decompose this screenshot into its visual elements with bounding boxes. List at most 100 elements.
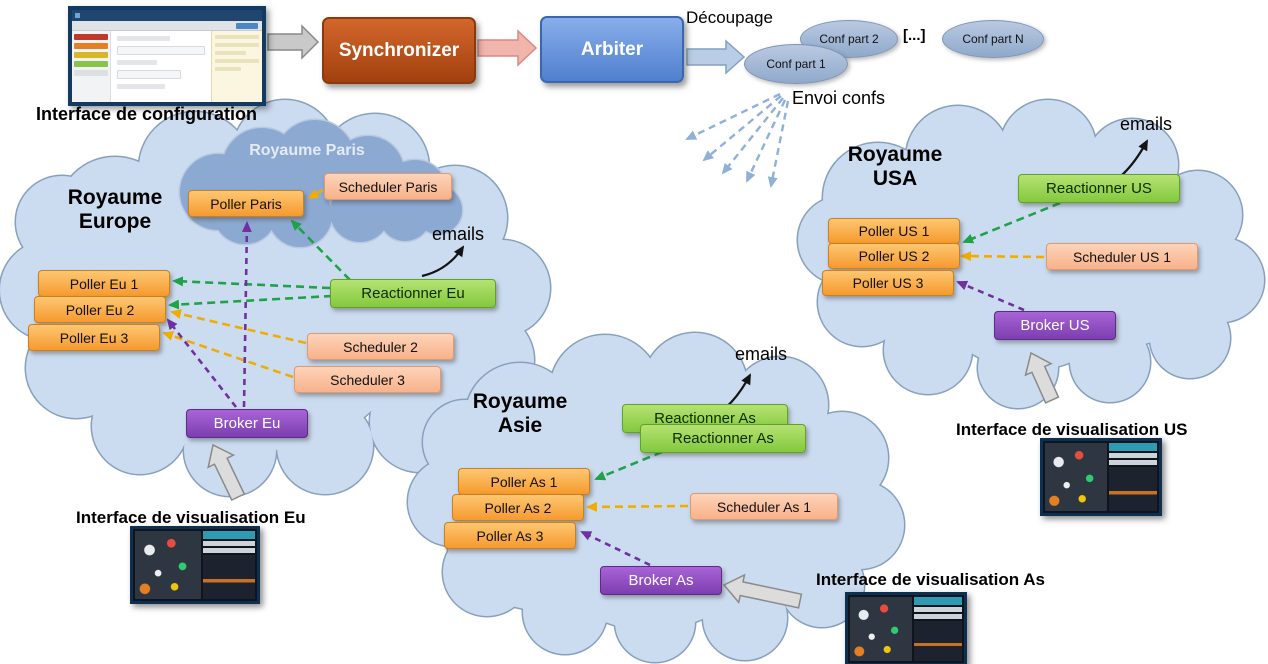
- usa-emails-label: emails: [1120, 114, 1173, 134]
- viz-eu-map-panel: [135, 531, 201, 599]
- europe-scheduler-links: [162, 188, 324, 379]
- viz-row: [1108, 453, 1157, 458]
- usa-title-line1: Royaume: [847, 143, 943, 166]
- europe-emails-label: emails: [432, 224, 485, 244]
- europe-reactionner-links: [168, 219, 351, 310]
- config-shot-note-line: [215, 59, 259, 63]
- europe-broker-links: [166, 221, 252, 408]
- viz-as-map-panel: [850, 597, 912, 661]
- asie-links: [580, 450, 689, 567]
- poller-as-1-box: Poller As 1: [458, 468, 590, 495]
- usa-realm-title: Royaume USA: [835, 143, 955, 190]
- config-shot-titlebar: [72, 10, 262, 21]
- config-shot-bar-red: [74, 34, 108, 40]
- config-shot-note-line: [215, 67, 242, 71]
- europe-title-line1: Royaume: [67, 186, 163, 209]
- paris-realm-title: Royaume Paris: [249, 142, 365, 159]
- viz-as-screenshot: [845, 592, 967, 664]
- poller-us-1-box: Poller US 1: [828, 218, 960, 244]
- scheduler-paris-box: Scheduler Paris: [324, 173, 452, 200]
- config-shot-bar-orange: [74, 43, 108, 49]
- viz-row: [203, 548, 255, 553]
- viz-row: [913, 607, 962, 612]
- viz-chart: [203, 555, 255, 599]
- viz-chart: [913, 621, 962, 661]
- config-shot-line: [117, 84, 166, 89]
- config-shot-button: [236, 22, 258, 29]
- poller-paris-box: Poller Paris: [188, 190, 304, 217]
- config-shot-field: [117, 70, 181, 79]
- viz-us-label: Interface de visualisation US: [956, 420, 1188, 439]
- config-shot-logo: [75, 13, 80, 18]
- config-shot-line: [117, 60, 157, 65]
- broker-eu-box: Broker Eu: [186, 409, 308, 438]
- poller-as-2-box: Poller As 2: [452, 494, 584, 521]
- poller-us-2-box: Poller US 2: [828, 243, 960, 269]
- broker-us-box: Broker US: [994, 311, 1116, 340]
- scheduler-2-box: Scheduler 2: [307, 333, 454, 360]
- viz-chart: [1108, 467, 1157, 511]
- poller-eu-1-box: Poller Eu 1: [38, 270, 170, 297]
- reactionner-as-box: Reactionner As: [640, 424, 806, 453]
- decoupage-label: Découpage: [686, 8, 773, 27]
- config-shot-bar-yellow: [74, 52, 108, 58]
- poller-as-3-box: Poller As 3: [444, 522, 576, 549]
- envoi-confs-fan-arrows: [685, 92, 790, 188]
- viz-as-label: Interface de visualisation As: [816, 570, 1045, 589]
- viz-eu-screenshot: [130, 526, 260, 604]
- config-shot-note-line: [215, 43, 259, 47]
- viz-header: [1108, 443, 1157, 451]
- config-shot-field: [117, 46, 205, 55]
- broker-as-box: Broker As: [600, 566, 722, 595]
- viz-row: [203, 541, 255, 546]
- poller-eu-2-box: Poller Eu 2: [34, 296, 166, 323]
- config-to-synchronizer-arrow: [267, 24, 320, 60]
- viz-row: [913, 614, 962, 619]
- usa-title-line2: USA: [872, 166, 918, 190]
- viz-header: [203, 531, 255, 539]
- europe-title-line2: Europe: [78, 209, 152, 233]
- conf-ellipsis-label: [...]: [903, 27, 926, 44]
- arbiter-box: Arbiter: [540, 16, 684, 83]
- viz-eu-to-broker-arrow: [207, 443, 246, 501]
- conf-part-n-ellipse: Conf part N: [942, 20, 1044, 58]
- config-shot-bar-green: [74, 61, 108, 67]
- reactionner-us-box: Reactionner US: [1018, 174, 1180, 203]
- config-shot-note-panel: [211, 31, 262, 102]
- asie-title-line1: Royaume: [472, 390, 568, 413]
- viz-us-to-broker-arrow: [1024, 351, 1060, 404]
- conf-part-1-ellipse: Conf part 1: [744, 44, 848, 84]
- reactionner-eu-box: Reactionner Eu: [330, 279, 496, 308]
- synchronizer-box: Synchronizer: [322, 17, 476, 84]
- viz-us-map-panel: [1045, 443, 1107, 511]
- arbiter-to-conf-arrow: [686, 39, 746, 75]
- config-shot-note-line: [215, 51, 246, 55]
- viz-as-right-panel: [913, 597, 962, 661]
- viz-header: [913, 597, 962, 605]
- usa-links: [956, 201, 1061, 312]
- config-shot-bar-gray: [74, 70, 108, 76]
- viz-eu-label: Interface de visualisation Eu: [76, 508, 306, 527]
- scheduler-3-box: Scheduler 3: [294, 366, 441, 393]
- viz-as-to-broker-arrow: [722, 573, 803, 609]
- viz-eu-right-panel: [203, 531, 255, 599]
- viz-row: [1108, 460, 1157, 465]
- configuration-interface-label: Interface de configuration: [36, 104, 258, 124]
- poller-eu-3-box: Poller Eu 3: [28, 324, 160, 351]
- config-shot-line: [117, 36, 170, 41]
- config-shot-sidebar: [72, 31, 111, 102]
- config-shot-body: [72, 31, 262, 102]
- asie-emails-label: emails: [735, 344, 788, 364]
- envoi-confs-label: Envoi confs: [792, 88, 886, 108]
- config-shot-menubar: [72, 21, 262, 31]
- synchronizer-to-arbiter-arrow: [477, 29, 538, 67]
- europe-realm-title: Royaume Europe: [45, 186, 185, 233]
- viz-us-screenshot: [1040, 438, 1162, 516]
- scheduler-as-1-box: Scheduler As 1: [690, 493, 838, 520]
- configuration-interface-screenshot: [68, 6, 266, 106]
- asie-title-line2: Asie: [497, 413, 543, 437]
- poller-us-3-box: Poller US 3: [822, 270, 954, 296]
- viz-us-right-panel: [1108, 443, 1157, 511]
